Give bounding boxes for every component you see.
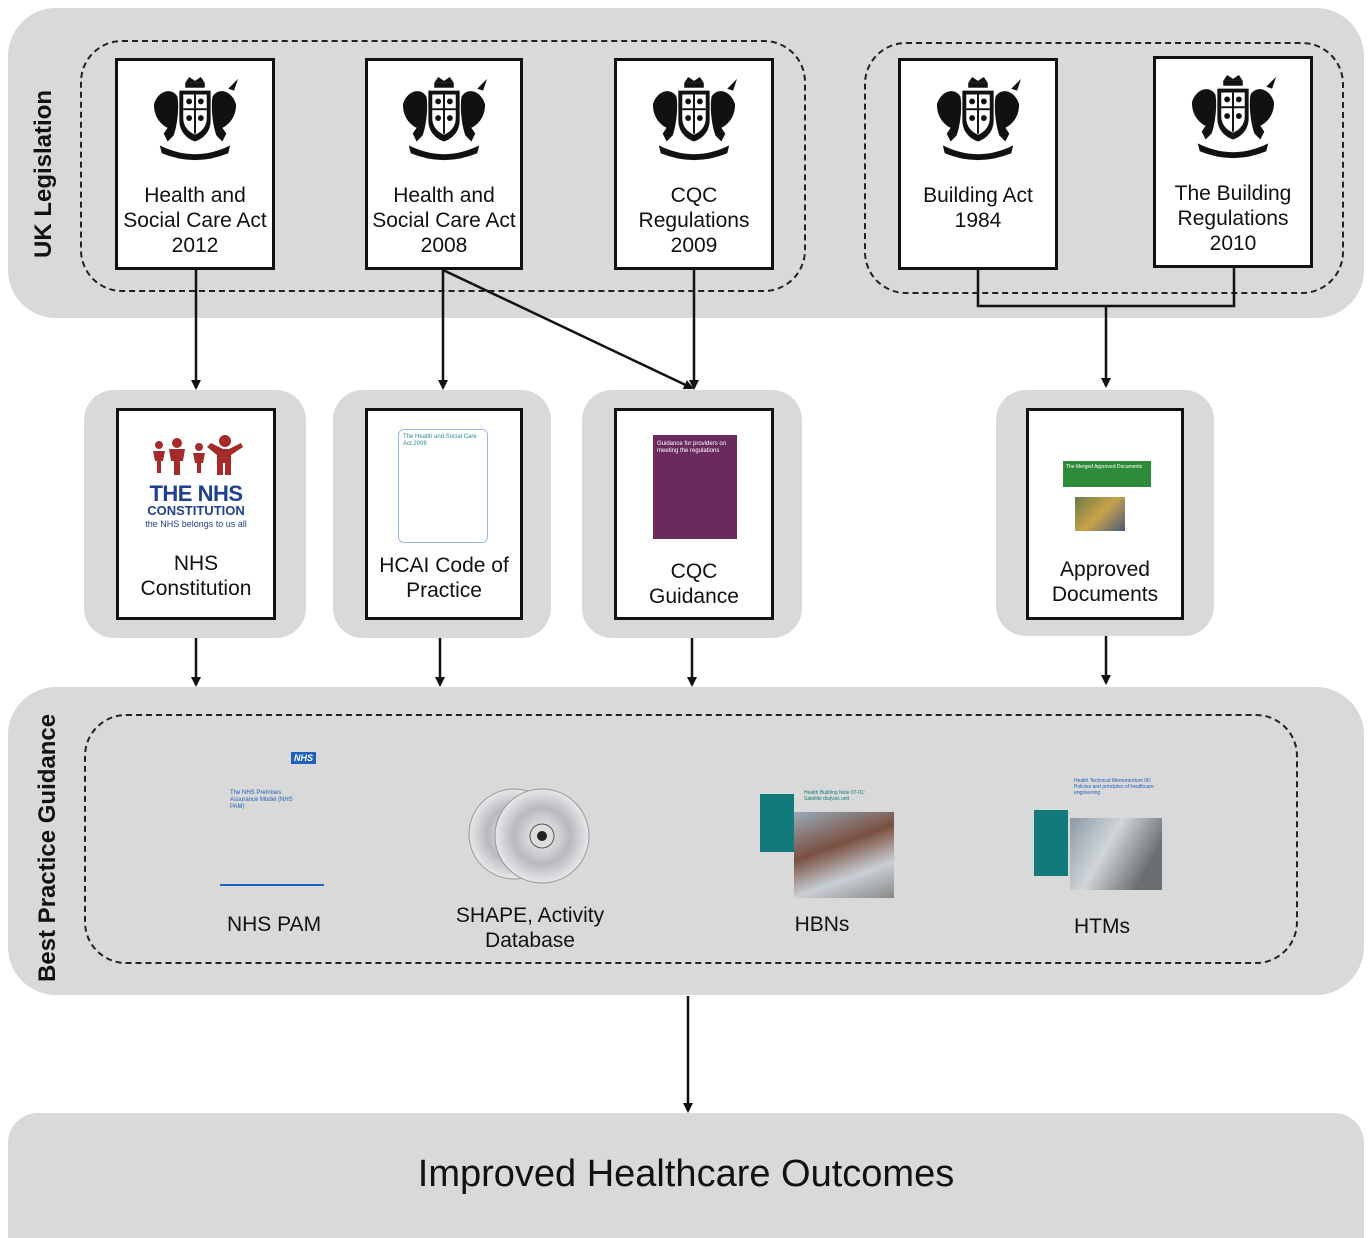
legislation-label: Building Act 1984 xyxy=(923,184,1033,232)
cqc-guidance-doc: Guidance for providers on meeting the re… xyxy=(614,408,774,620)
legislation-label: Health and Social Care Act 2008 xyxy=(372,184,516,257)
cqc-cover-title: Guidance for providers on meeting the re… xyxy=(657,441,727,454)
legislation-label: The Building Regulations 2010 xyxy=(1174,182,1292,255)
approved-docs-label: Approved Documents xyxy=(1051,558,1159,606)
legislation-building-regs-2010: The Building Regulations 2010 xyxy=(1153,56,1313,268)
nhs-badge: NHS xyxy=(290,752,316,764)
nhs-logo-text: THE NHS xyxy=(149,481,243,506)
nhs-pam-cover: NHS The NHS Premises Assurance Model (NH… xyxy=(220,748,324,892)
hbn-cover-photo xyxy=(794,812,894,898)
legislation-label: CQC Regulations 2009 xyxy=(638,184,750,257)
approved-cover-title: The Merged Approved Documents xyxy=(1066,464,1143,470)
hcai-cover-title: The Health and Social Care Act 2008 xyxy=(403,434,477,447)
approved-docs-doc: The Merged Approved Documents Approved D… xyxy=(1026,408,1184,620)
legislation-building-act-1984: Building Act 1984 xyxy=(898,58,1058,270)
approved-cover-photo xyxy=(1075,497,1125,531)
nhs-logo-sub: CONSTITUTION xyxy=(147,503,245,518)
cd-disc-icon xyxy=(468,788,590,884)
hcai-doc: The Health and Social Care Act 2008 HCAI… xyxy=(365,408,523,620)
legislation-cqc-2009: CQC Regulations 2009 xyxy=(614,58,774,270)
shape-label: SHAPE, Activity Database xyxy=(455,904,605,952)
htm-cover: Health Technical Memorandum 00: Policies… xyxy=(1034,740,1164,892)
nhs-logo-tagline: the NHS belongs to us all xyxy=(145,519,247,529)
outcome-label: Improved Healthcare Outcomes xyxy=(417,1153,955,1195)
nhs-pam-cover-title: The NHS Premises Assurance Model (NHS PA… xyxy=(230,790,293,810)
nhs-constitution-label: NHS Constitution xyxy=(140,552,252,600)
nhs-pam-label: NHS PAM xyxy=(226,913,322,936)
hbn-cover: Health Building Note 07-01: Satellite di… xyxy=(760,738,894,898)
hcai-label: HCAI Code of Practice xyxy=(379,554,509,602)
htm-side-band xyxy=(1034,810,1068,876)
htm-cover-photo xyxy=(1070,818,1162,890)
building-connector xyxy=(976,266,1236,308)
guidance-group xyxy=(84,714,1298,964)
legislation-label: Health and Social Care Act 2012 xyxy=(123,184,267,257)
cqc-guidance-label: CQC Guidance xyxy=(649,560,739,608)
approved-cover-band: The Merged Approved Documents xyxy=(1063,461,1151,487)
people-icon xyxy=(153,435,243,475)
hbn-side-band xyxy=(760,794,794,852)
nhs-constitution-doc: THE NHS CONSTITUTION the NHS belongs to … xyxy=(116,408,276,620)
nhs-pam-footer-line xyxy=(220,884,324,886)
hbns-label: HBNs xyxy=(794,913,850,936)
outcome-band: Improved Healthcare Outcomes xyxy=(8,1113,1364,1238)
building-legislation-group xyxy=(864,42,1344,294)
legislation-hsca-2012: Health and Social Care Act 2012 xyxy=(115,58,275,270)
hcai-cover: The Health and Social Care Act 2008 xyxy=(398,429,488,543)
arrow-hsca2008-to-cqc xyxy=(442,268,694,390)
htm-cover-title: Health Technical Memorandum 00: Policies… xyxy=(1074,778,1154,796)
hbn-cover-title: Health Building Note 07-01: Satellite di… xyxy=(804,790,866,802)
legislation-hsca-2008: Health and Social Care Act 2008 xyxy=(365,58,523,270)
htms-label: HTMs xyxy=(1074,915,1130,938)
cqc-cover: Guidance for providers on meeting the re… xyxy=(653,435,737,539)
